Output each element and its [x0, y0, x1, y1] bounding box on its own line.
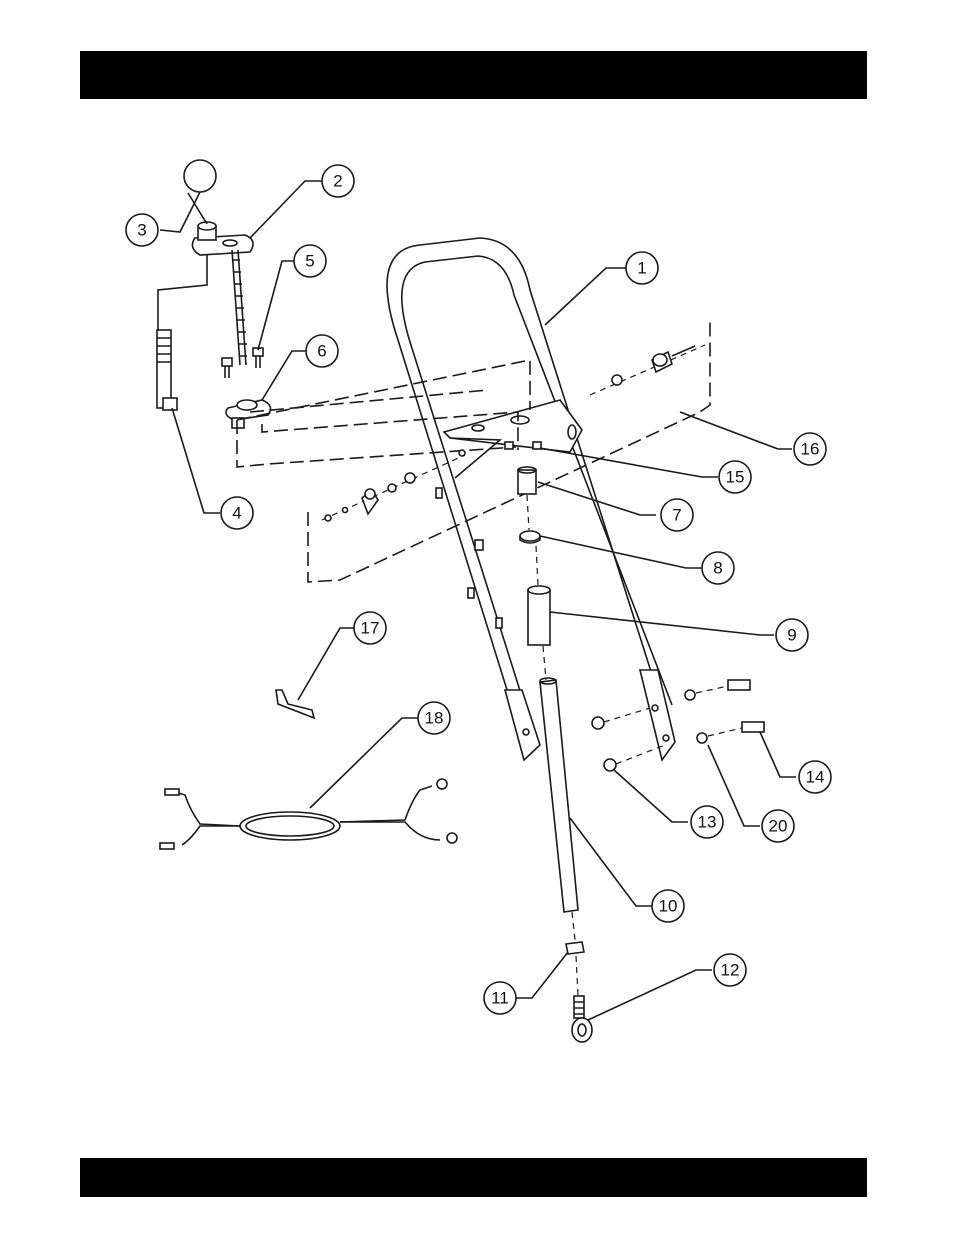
svg-text:1: 1: [637, 259, 646, 278]
svg-text:2: 2: [333, 172, 342, 191]
callout-16: 16: [794, 433, 826, 465]
control-cable: [160, 779, 457, 849]
callout-7: 7: [661, 499, 693, 531]
control-rod: [540, 678, 578, 912]
knob-ball: [184, 160, 216, 192]
svg-text:4: 4: [232, 504, 241, 523]
callout-1: 1: [626, 252, 658, 284]
callout-8: 8: [702, 552, 734, 584]
svg-text:13: 13: [698, 813, 717, 832]
callout-11: 11: [484, 982, 516, 1014]
svg-text:14: 14: [806, 768, 825, 787]
callout-18: 18: [418, 702, 450, 734]
svg-text:8: 8: [713, 559, 722, 578]
svg-text:10: 10: [659, 897, 678, 916]
callout-2: 2: [322, 165, 354, 197]
svg-text:17: 17: [361, 619, 380, 638]
svg-text:11: 11: [491, 989, 509, 1008]
control-knob-plate: [158, 222, 253, 365]
svg-text:5: 5: [305, 252, 314, 271]
svg-text:9: 9: [787, 626, 796, 645]
callout-14: 14: [799, 761, 831, 793]
callout-13: 13: [691, 806, 723, 838]
sleeve-tube: [528, 586, 550, 645]
small-screws: [222, 348, 263, 378]
callout-5: 5: [294, 245, 326, 277]
svg-text:3: 3: [137, 221, 146, 240]
callout-9: 9: [776, 619, 808, 651]
callout-6: 6: [306, 335, 338, 367]
callout-12: 12: [714, 954, 746, 986]
long-bolt: [157, 330, 177, 410]
clamp: [520, 531, 540, 543]
handle-assembly: [387, 238, 675, 760]
callout-10: 10: [652, 890, 684, 922]
coupler: [518, 467, 536, 494]
callout-4: 4: [221, 497, 253, 529]
small-nut: [533, 442, 541, 449]
callout-17: 17: [354, 612, 386, 644]
svg-text:18: 18: [425, 709, 444, 728]
hex-nut: [566, 942, 584, 954]
cable-clip: [276, 690, 314, 718]
svg-text:16: 16: [801, 440, 820, 459]
upper-right-hardware: [612, 346, 695, 385]
callout-3: 3: [126, 214, 158, 246]
svg-text:12: 12: [721, 961, 740, 980]
callout-20: 20: [762, 810, 794, 842]
svg-text:15: 15: [726, 468, 745, 487]
leg-fasteners: [592, 680, 764, 771]
svg-text:6: 6: [317, 342, 326, 361]
svg-text:20: 20: [769, 817, 788, 836]
callout-15: 15: [719, 461, 751, 493]
leader-lines: [160, 181, 796, 1020]
svg-text:7: 7: [672, 506, 681, 525]
